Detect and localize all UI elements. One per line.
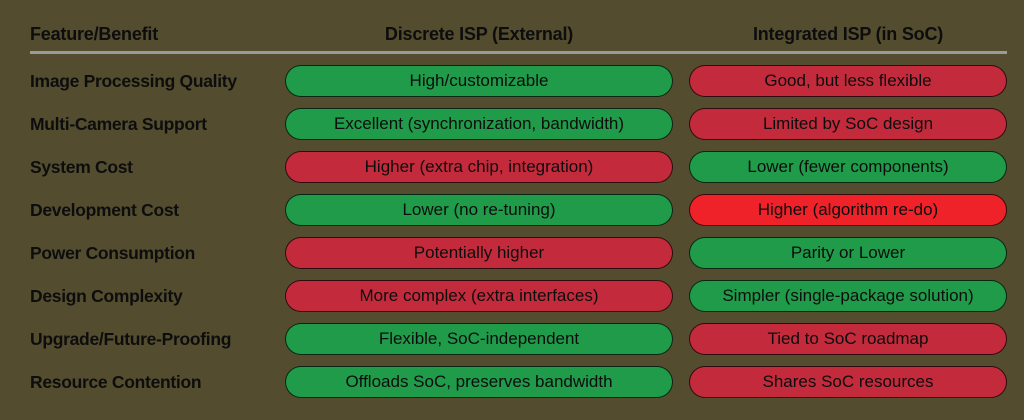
table-row: Design Complexity More complex (extra in…: [30, 279, 1007, 313]
header-feature-benefit: Feature/Benefit: [30, 23, 159, 44]
integrated-isp-pill: Limited by SoC design: [689, 108, 1007, 140]
integrated-isp-pill: Tied to SoC roadmap: [689, 323, 1007, 355]
table-row: Multi-Camera Support Excellent (synchron…: [30, 107, 1007, 141]
table-row: Development Cost Lower (no re-tuning) Hi…: [30, 193, 1007, 227]
discrete-isp-pill: Flexible, SoC-independent: [285, 323, 673, 355]
table-row: Upgrade/Future-Proofing Flexible, SoC-in…: [30, 322, 1007, 356]
feature-label: Development Cost: [30, 199, 179, 220]
table-header-row: Feature/Benefit Discrete ISP (External) …: [30, 22, 1007, 46]
integrated-isp-pill: Good, but less flexible: [689, 65, 1007, 97]
comparison-table: Feature/Benefit Discrete ISP (External) …: [30, 22, 1007, 399]
feature-label: Multi-Camera Support: [30, 113, 207, 134]
feature-label: Design Complexity: [30, 285, 183, 306]
integrated-isp-pill: Shares SoC resources: [689, 366, 1007, 398]
feature-label: Upgrade/Future-Proofing: [30, 328, 232, 349]
discrete-isp-pill: Excellent (synchronization, bandwidth): [285, 108, 673, 140]
feature-label: System Cost: [30, 156, 133, 177]
feature-label: Resource Contention: [30, 371, 202, 392]
table-body: Image Processing Quality High/customizab…: [30, 64, 1007, 399]
discrete-isp-pill: High/customizable: [285, 65, 673, 97]
discrete-isp-pill: Potentially higher: [285, 237, 673, 269]
integrated-isp-pill: Parity or Lower: [689, 237, 1007, 269]
discrete-isp-pill: Higher (extra chip, integration): [285, 151, 673, 183]
table-row: Image Processing Quality High/customizab…: [30, 64, 1007, 98]
integrated-isp-pill: Higher (algorithm re-do): [689, 194, 1007, 226]
integrated-isp-pill: Lower (fewer components): [689, 151, 1007, 183]
discrete-isp-pill: Lower (no re-tuning): [285, 194, 673, 226]
header-integrated-isp: Integrated ISP (in SoC): [752, 23, 944, 44]
table-row: Power Consumption Potentially higher Par…: [30, 236, 1007, 270]
feature-label: Power Consumption: [30, 242, 196, 263]
integrated-isp-pill: Simpler (single-package solution): [689, 280, 1007, 312]
table-row: Resource Contention Offloads SoC, preser…: [30, 365, 1007, 399]
discrete-isp-pill: More complex (extra interfaces): [285, 280, 673, 312]
discrete-isp-pill: Offloads SoC, preserves bandwidth: [285, 366, 673, 398]
header-discrete-isp: Discrete ISP (External): [384, 23, 574, 44]
header-divider: [30, 51, 1007, 54]
feature-label: Image Processing Quality: [30, 70, 237, 91]
table-row: System Cost Higher (extra chip, integrat…: [30, 150, 1007, 184]
